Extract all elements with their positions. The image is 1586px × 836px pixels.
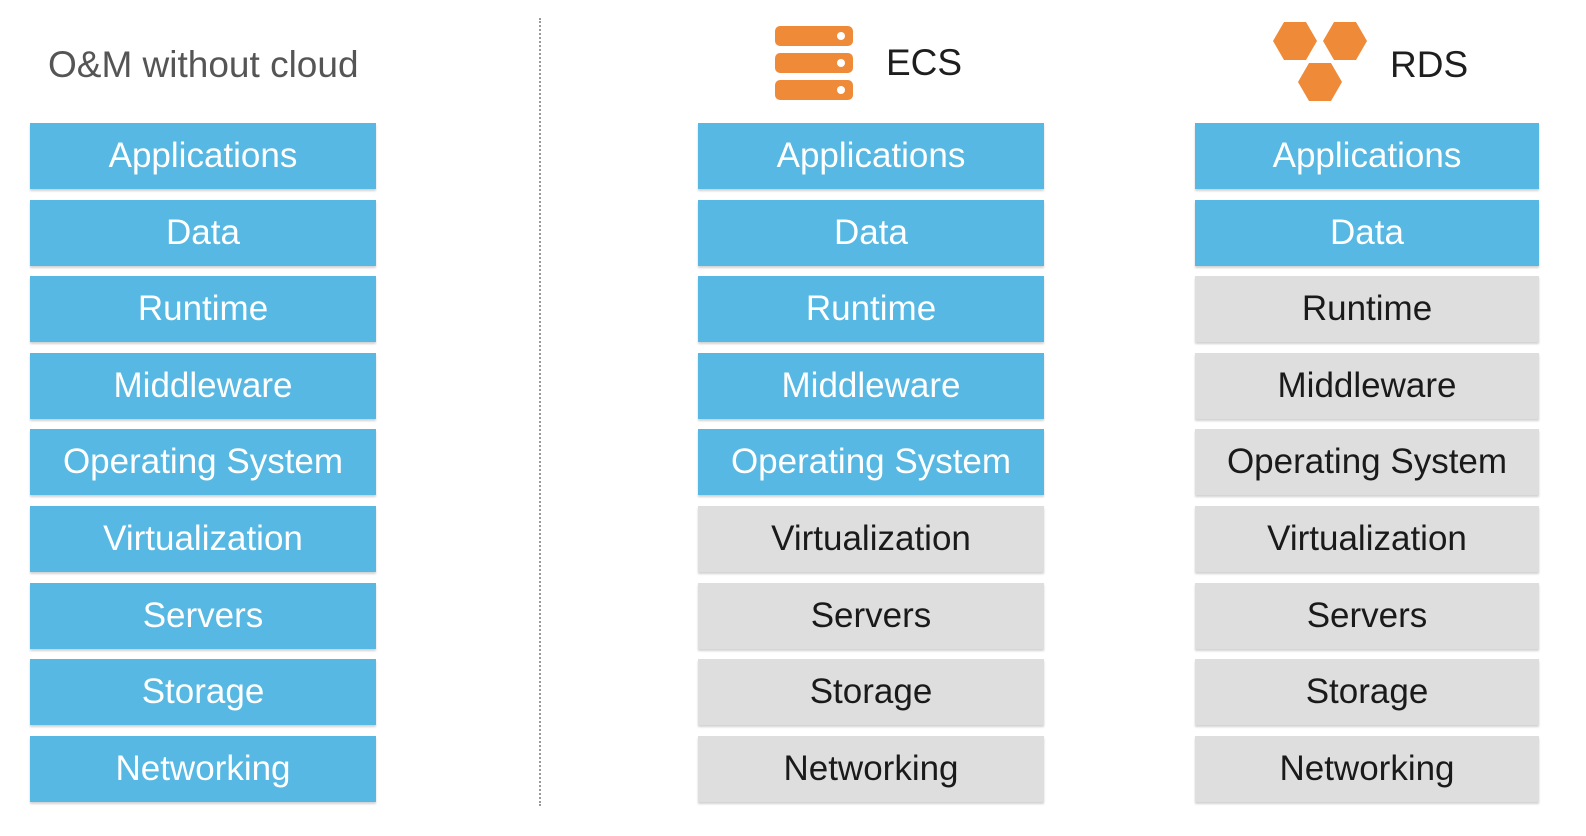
layer-servers: Servers xyxy=(1195,582,1539,649)
layer-networking: Networking xyxy=(698,735,1044,802)
layer-servers: Servers xyxy=(698,582,1044,649)
layer-networking: Networking xyxy=(1195,735,1539,802)
layer-operating-system: Operating System xyxy=(698,429,1044,496)
layer-data: Data xyxy=(1195,199,1539,266)
server-stack-icon xyxy=(775,26,853,100)
layer-runtime: Runtime xyxy=(1195,276,1539,343)
layer-applications: Applications xyxy=(698,123,1044,189)
layer-runtime: Runtime xyxy=(698,276,1044,343)
layer-storage: Storage xyxy=(30,659,376,726)
column-title-no-cloud: O&M without cloud xyxy=(48,44,359,85)
layer-operating-system: Operating System xyxy=(30,429,376,496)
layer-servers: Servers xyxy=(30,582,376,649)
layer-operating-system: Operating System xyxy=(1195,429,1539,496)
layer-virtualization: Virtualization xyxy=(698,505,1044,572)
layer-storage: Storage xyxy=(698,659,1044,726)
layer-applications: Applications xyxy=(1195,123,1539,189)
layer-virtualization: Virtualization xyxy=(1195,505,1539,572)
layer-data: Data xyxy=(698,199,1044,266)
layer-virtualization: Virtualization xyxy=(30,505,376,572)
layer-storage: Storage xyxy=(1195,659,1539,726)
column-divider xyxy=(539,18,541,806)
column-title-ecs: ECS xyxy=(886,42,963,83)
layer-networking: Networking xyxy=(30,735,376,802)
layer-data: Data xyxy=(30,199,376,266)
layer-applications: Applications xyxy=(30,123,376,189)
hexagon-cluster-icon xyxy=(1273,22,1367,101)
layer-stack-rds: Applications Data Runtime Middleware Ope… xyxy=(1195,123,1539,812)
layer-middleware: Middleware xyxy=(698,352,1044,419)
layer-stack-no-cloud: Applications Data Runtime Middleware Ope… xyxy=(30,123,376,812)
layer-middleware: Middleware xyxy=(1195,352,1539,419)
column-title-rds: RDS xyxy=(1390,44,1469,85)
layer-stack-ecs: Applications Data Runtime Middleware Ope… xyxy=(698,123,1044,812)
layer-runtime: Runtime xyxy=(30,276,376,343)
layer-middleware: Middleware xyxy=(30,352,376,419)
